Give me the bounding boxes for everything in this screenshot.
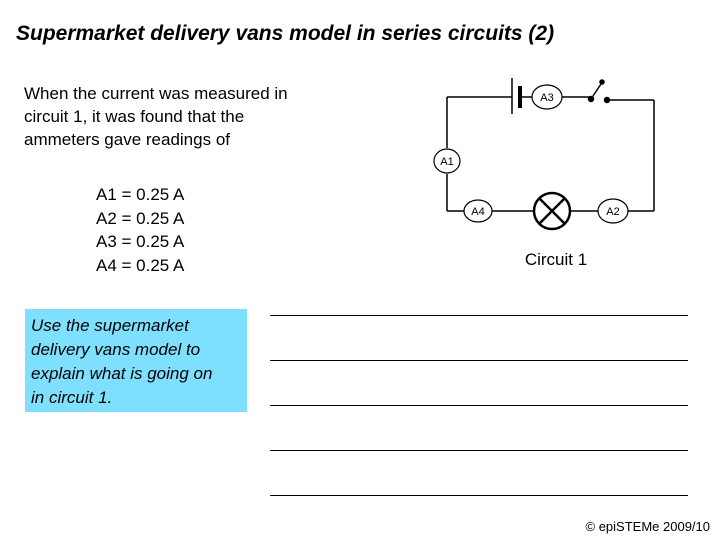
intro-line: circuit 1, it was found that the xyxy=(24,107,245,126)
answer-line[interactable] xyxy=(270,405,688,406)
task-box: Use the supermarket delivery vans model … xyxy=(25,309,247,412)
ammeter-a2-label: A2 xyxy=(606,206,619,218)
switch-open-icon xyxy=(587,79,611,104)
lamp-icon xyxy=(532,191,572,231)
ammeter-a2: A2 xyxy=(597,198,629,224)
ammeter-readings: A1 = 0.25 A A2 = 0.25 A A3 = 0.25 A A4 =… xyxy=(96,183,184,277)
ammeter-a4: A4 xyxy=(463,199,493,223)
reading-a2: A2 = 0.25 A xyxy=(96,208,185,228)
slide-title: Supermarket delivery vans model in serie… xyxy=(16,22,555,45)
answer-line[interactable] xyxy=(270,495,688,496)
task-line: explain what is going on xyxy=(31,364,213,383)
task-line: in circuit 1. xyxy=(31,388,113,407)
answer-line[interactable] xyxy=(270,360,688,361)
ammeter-a1-label: A1 xyxy=(440,156,453,168)
circuit-wires xyxy=(446,96,655,212)
circuit-caption: Circuit 1 xyxy=(525,250,587,269)
ammeter-a3: A3 xyxy=(531,84,563,110)
ammeter-a4-label: A4 xyxy=(471,206,484,218)
ammeter-a1: A1 xyxy=(433,148,461,174)
reading-a3: A3 = 0.25 A xyxy=(96,232,185,251)
task-line: delivery vans model to xyxy=(31,340,201,359)
ammeter-a3-label: A3 xyxy=(540,92,553,104)
reading-a1: A1 = 0.25 A xyxy=(96,185,185,204)
copyright-footer: © epiSTEMe 2009/10 xyxy=(585,519,710,534)
answer-line[interactable] xyxy=(270,450,688,451)
circuit-diagram: A3 A1 A4 A2 Circuit 1 xyxy=(433,78,655,269)
answer-line[interactable] xyxy=(270,315,688,316)
intro-line: When the current was measured in xyxy=(24,84,288,103)
intro-text: When the current was measured in circuit… xyxy=(24,82,354,151)
battery-cell-icon xyxy=(511,78,522,114)
task-line: Use the supermarket xyxy=(31,316,189,335)
intro-line: ammeters gave readings of xyxy=(24,130,230,149)
reading-a4: A4 = 0.25 A xyxy=(96,255,185,275)
